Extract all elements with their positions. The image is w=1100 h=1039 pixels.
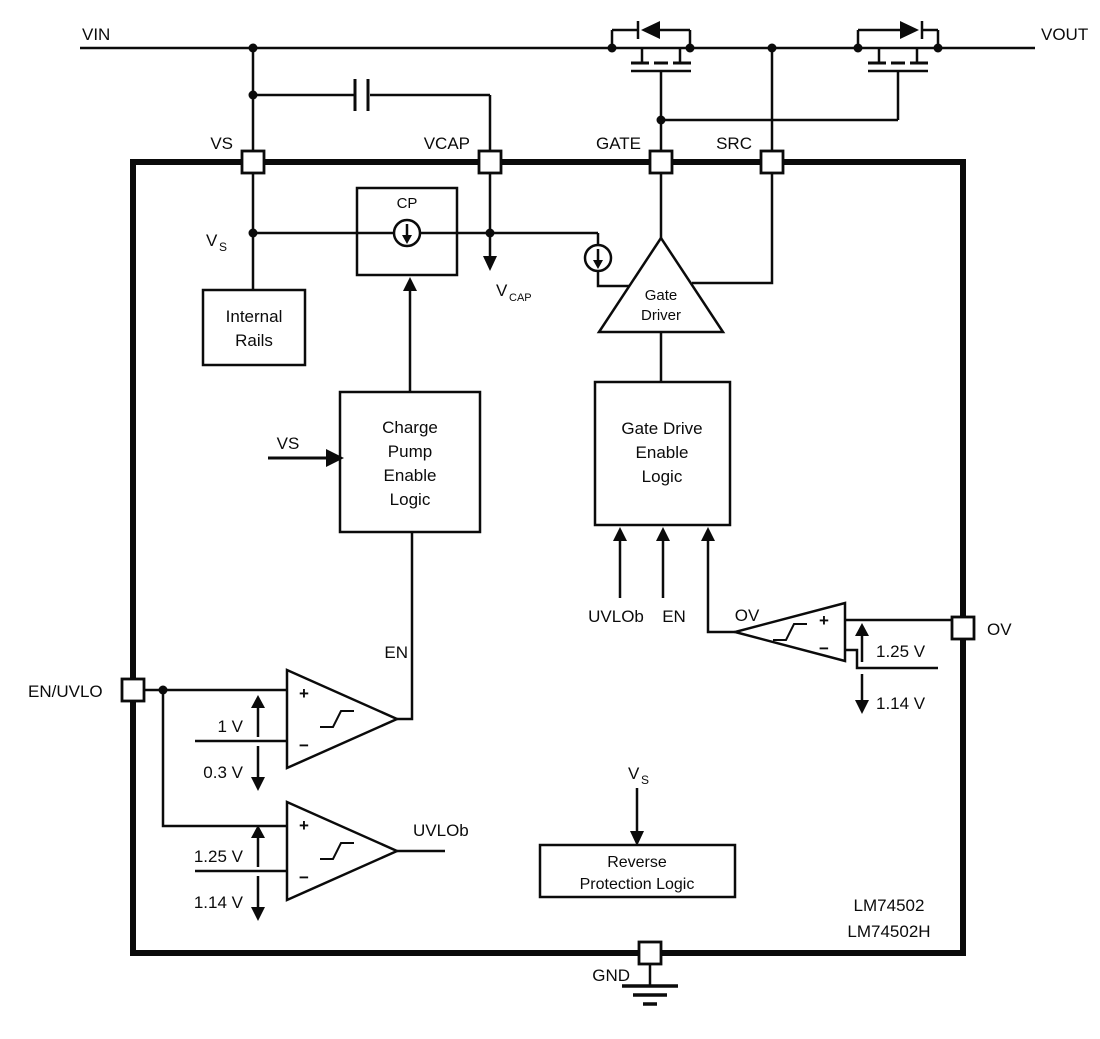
charge-pump-enable-block — [338, 390, 482, 534]
reverse-protection-block — [538, 843, 737, 899]
uvlob-output-label: UVLOb — [413, 821, 469, 840]
internal-rails-label-2: Rails — [235, 331, 273, 350]
gate-driver-label-1: Gate — [645, 287, 678, 304]
body-diode-q2 — [900, 21, 924, 39]
rpl-vs-label-sub: S — [641, 773, 649, 787]
vs-net-label-sub: S — [219, 240, 227, 254]
uvlo-comparator — [285, 800, 401, 902]
ground-symbol — [622, 984, 678, 1006]
en-fall-threshold: 0.3 V — [203, 763, 243, 782]
pin-gnd — [637, 940, 663, 966]
vcap-capacitor — [353, 79, 370, 111]
uvlo-fall-threshold: 1.14 V — [194, 893, 244, 912]
gate-drive-enable-label-1: Gate Drive — [621, 419, 702, 438]
chip-boundary — [130, 159, 966, 956]
ov-rise-threshold: 1.25 V — [876, 642, 926, 661]
gate-current-source — [583, 243, 613, 273]
pin-label-ov: OV — [987, 620, 1012, 639]
en-hysteresis-icon — [320, 710, 354, 728]
pin-label-vcap: VCAP — [424, 134, 470, 153]
body-diode-q1 — [636, 21, 660, 39]
vcap-arrow — [483, 256, 497, 271]
uvlo-comp-plus: + — [299, 816, 309, 835]
mosfet-q2 — [868, 61, 928, 73]
rpl-down-arrow — [630, 831, 644, 846]
ov-fall-arrow — [855, 700, 869, 714]
vout-label: VOUT — [1041, 25, 1088, 44]
en-fall-arrow — [251, 777, 265, 791]
cp-enable-up-arrow — [403, 277, 417, 291]
gate-drive-enable-label-3: Logic — [642, 467, 683, 486]
uvlo-fall-arrow — [251, 907, 265, 921]
pin-gate — [648, 149, 674, 175]
internal-rails-label-1: Internal — [226, 307, 283, 326]
pin-ov — [950, 615, 976, 641]
ov-comp-minus: − — [819, 639, 829, 658]
en-rise-threshold: 1 V — [217, 717, 243, 736]
en-comp-minus: − — [299, 736, 309, 755]
uvlo-comp-minus: − — [299, 868, 309, 887]
vcap-net-label: V — [496, 281, 508, 300]
pin-label-src: SRC — [716, 134, 752, 153]
gate-driver-label-2: Driver — [641, 307, 681, 324]
vs-input-arrow — [326, 449, 344, 467]
junction-dots — [158, 43, 943, 695]
vin-label: VIN — [82, 25, 110, 44]
en-output-label: EN — [384, 643, 408, 662]
part-number-2: LM74502H — [847, 922, 930, 941]
internal-rails-block — [201, 288, 307, 367]
cp-enable-label-2: Pump — [388, 442, 432, 461]
charge-pump-label: CP — [397, 195, 418, 212]
pin-label-gnd: GND — [592, 966, 630, 985]
mosfet-q1 — [631, 61, 691, 73]
en-comp-plus: + — [299, 684, 309, 703]
gate-drive-enable-label-2: Enable — [636, 443, 689, 462]
cp-enable-label-1: Charge — [382, 418, 438, 437]
en-comparator — [285, 668, 401, 770]
ov-fall-threshold: 1.14 V — [876, 694, 926, 713]
pin-vcap — [477, 149, 503, 175]
en-up-arrow — [656, 527, 670, 541]
ov-rise-arrow — [855, 623, 869, 636]
rpl-vs-label: V — [628, 764, 640, 783]
ov-comp-plus: + — [819, 611, 829, 630]
uvlob-up-arrow — [613, 527, 627, 541]
cp-enable-label-3: Enable — [384, 466, 437, 485]
reverse-protection-label-2: Protection Logic — [580, 876, 695, 893]
pin-label-gate: GATE — [596, 134, 641, 153]
pin-vs — [240, 149, 266, 175]
vs-input-label: VS — [277, 434, 300, 453]
wires — [80, 28, 1035, 986]
cp-enable-label-4: Logic — [390, 490, 431, 509]
ov-up-arrow — [701, 527, 715, 541]
ov-hysteresis-icon — [773, 623, 807, 641]
pin-label-en-uvlo: EN/UVLO — [28, 682, 103, 701]
uvlo-hysteresis-icon — [320, 842, 354, 860]
reverse-protection-label-1: Reverse — [607, 854, 667, 871]
vs-net-label: V — [206, 231, 218, 250]
part-number-1: LM74502 — [854, 896, 925, 915]
pin-en-uvlo — [120, 677, 146, 703]
arrowheads — [251, 256, 869, 921]
charge-pump-current-source — [392, 218, 422, 248]
uvlo-rise-arrow — [251, 825, 265, 838]
pin-src — [759, 149, 785, 175]
uvlob-input-label: UVLOb — [588, 607, 644, 626]
uvlo-rise-threshold: 1.25 V — [194, 847, 244, 866]
ov-signal-label: OV — [735, 606, 760, 625]
pin-squares — [120, 149, 976, 966]
pin-label-vs: VS — [210, 134, 233, 153]
charge-pump-block — [355, 186, 459, 277]
en-input-label: EN — [662, 607, 686, 626]
en-rise-arrow — [251, 695, 265, 708]
vcap-net-label-sub: CAP — [509, 292, 532, 304]
gate-drive-enable-block — [593, 380, 732, 527]
